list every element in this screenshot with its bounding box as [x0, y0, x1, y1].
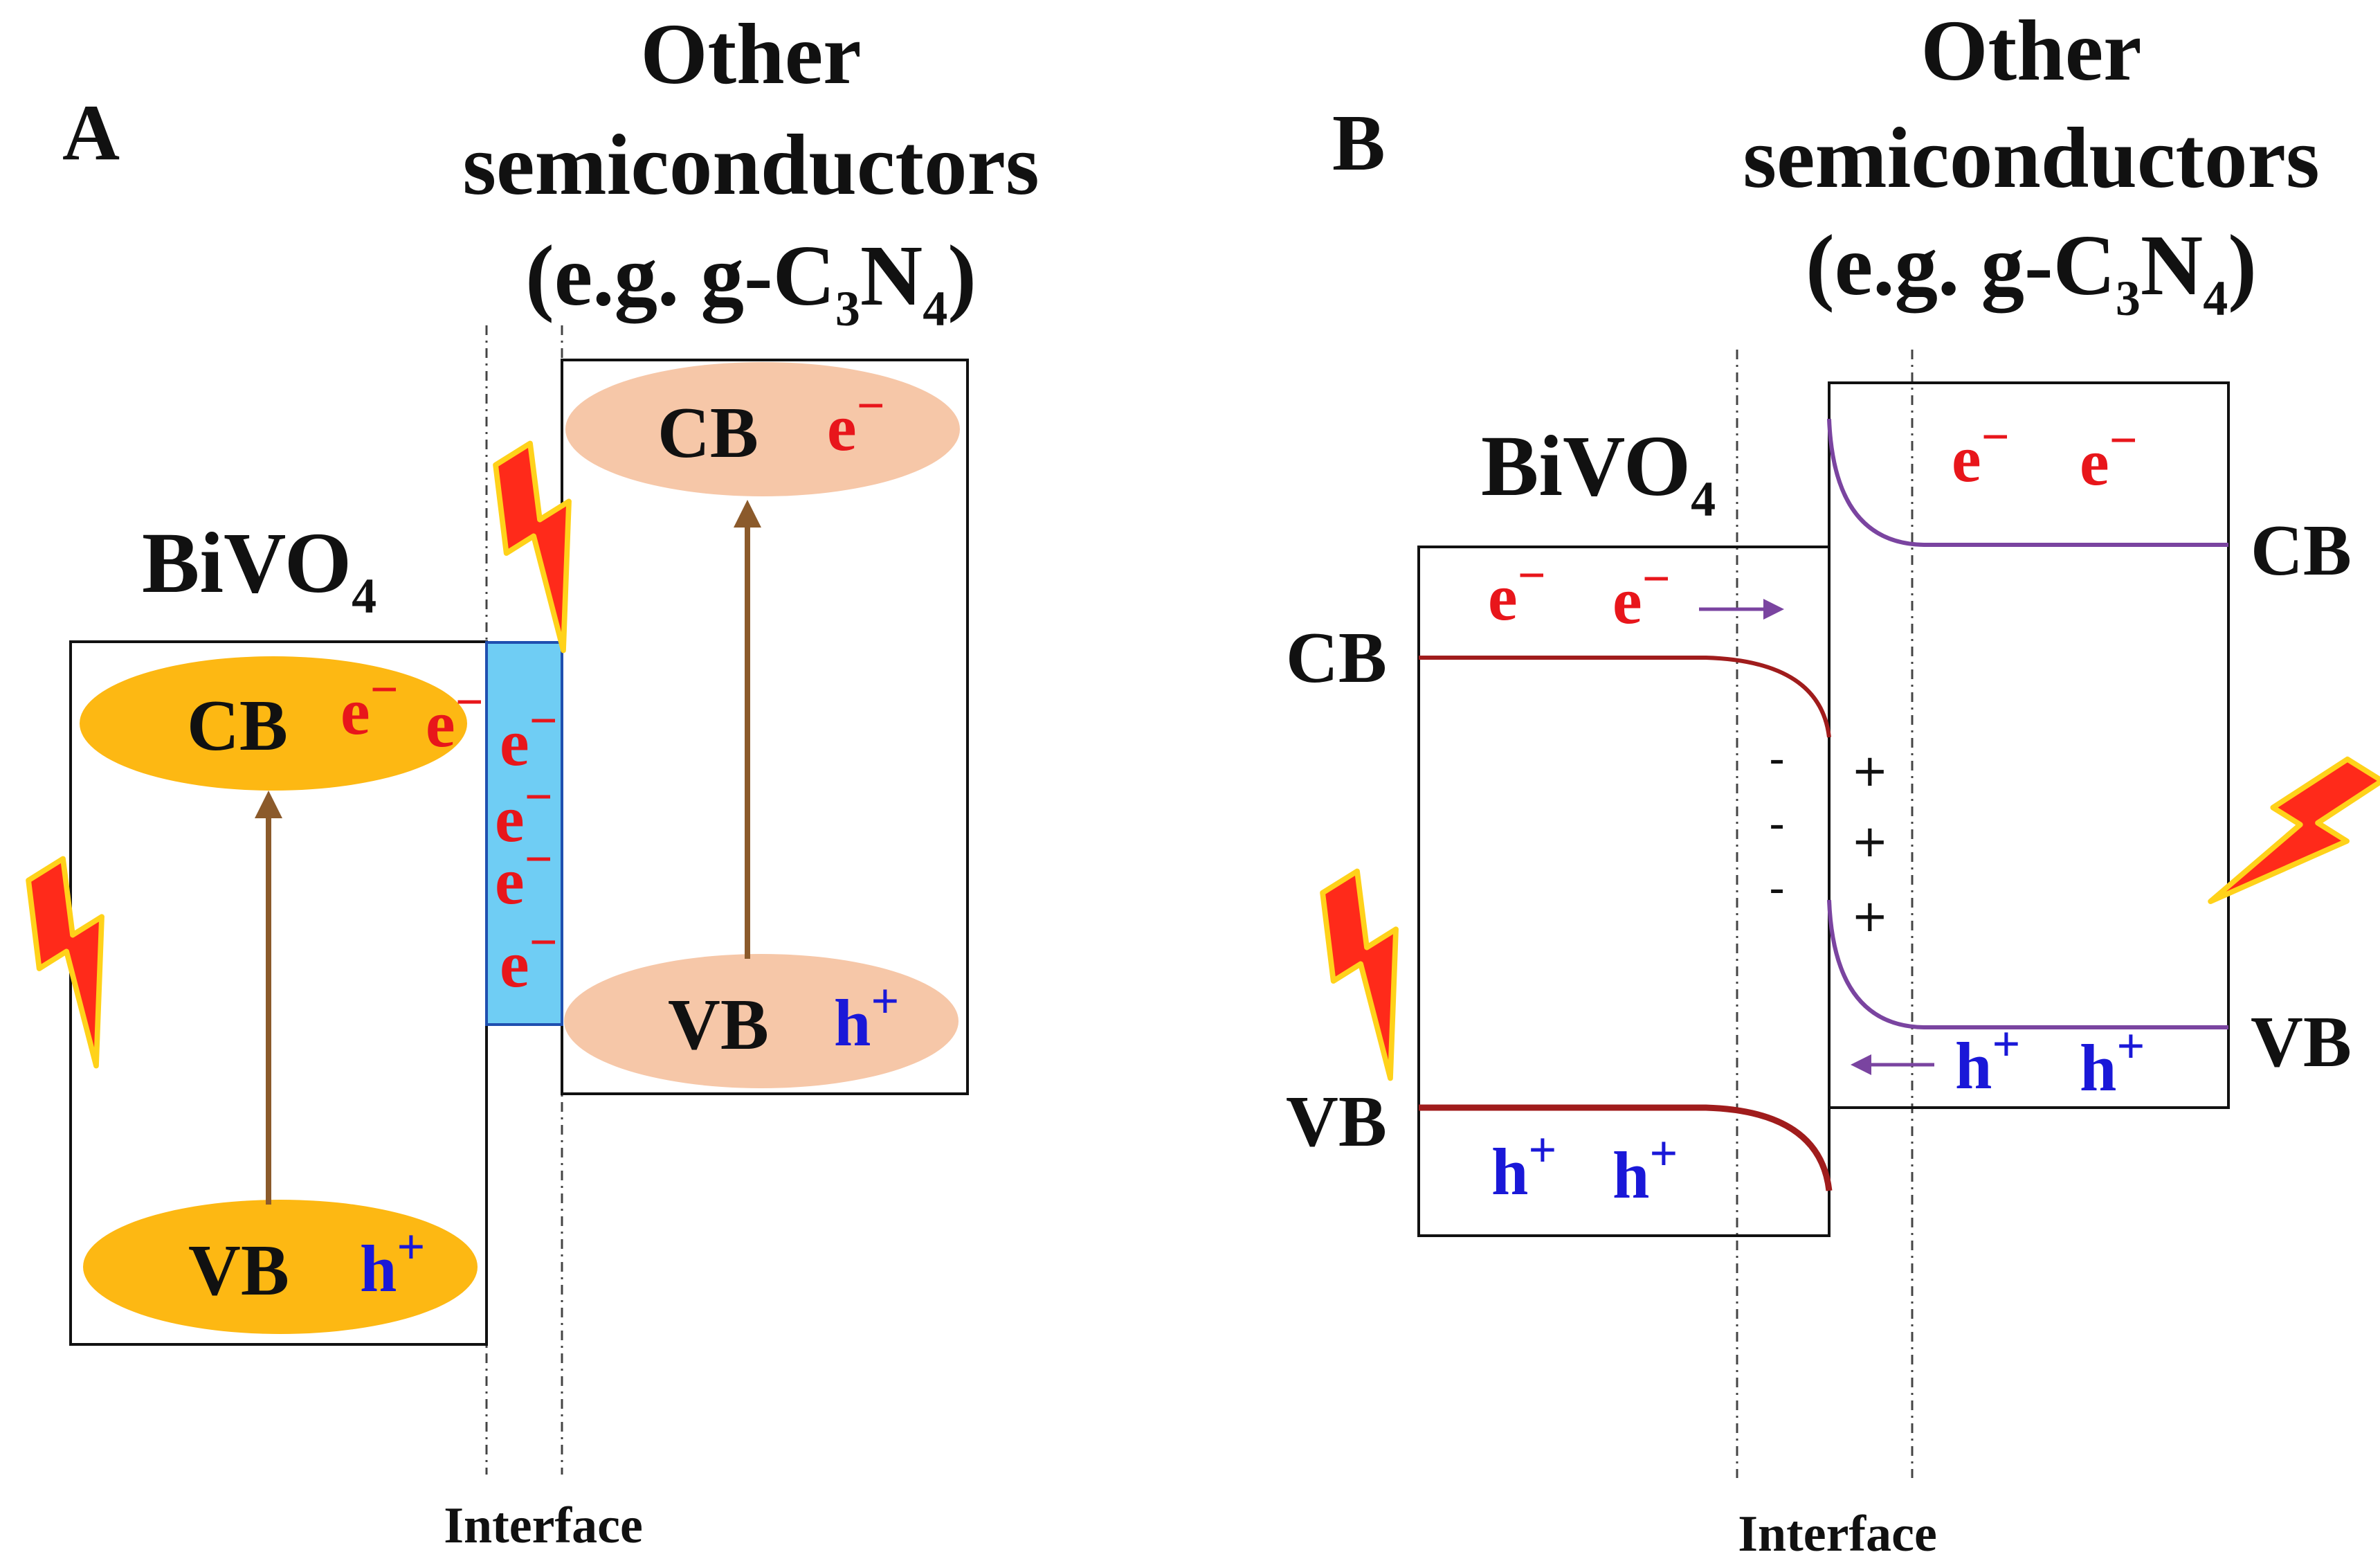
panel-b-other-vb-line — [1827, 899, 2228, 1029]
panel-a-other-electron: e− — [827, 378, 885, 465]
panel-b-negative-charge-1: - — [1769, 734, 1785, 785]
panel-b-bivo4-hole-1: h+ — [1491, 1122, 1556, 1209]
panel-a-interface-layer — [485, 641, 563, 1026]
panel-a-other-hole: h+ — [834, 973, 899, 1060]
panel-a-other-title-line3: (e.g. g-C3N4) — [525, 228, 976, 336]
panel-b-letter: B — [1332, 99, 1386, 187]
panel-b-negative-charge-3: - — [1769, 863, 1785, 914]
panel-a-bivo4-electron-2: e− — [426, 674, 484, 761]
panel-b-other-vb-label: VB — [2251, 1001, 2352, 1082]
panel-b-bivo4-box — [1417, 546, 1831, 1237]
panel-b-bivo4-cb-line — [1419, 656, 1831, 738]
panel-a-letter: A — [62, 89, 120, 177]
panel-a-other-vb-band — [564, 954, 959, 1088]
panel-a-other-cb-band — [565, 362, 960, 496]
panel-b-other-title-line1: Other — [1920, 3, 2141, 99]
lightning-icon — [2208, 756, 2380, 904]
panel-a-bivo4-cb-label: CB — [187, 685, 288, 766]
panel-b-other-cb-line — [1827, 418, 2228, 547]
panel-b-bivo4-cb-label: CB — [1286, 617, 1387, 698]
lightning-icon — [493, 440, 572, 654]
panel-a-bivo4-label: BiVO4 — [142, 516, 376, 624]
lightning-icon — [1320, 868, 1399, 1081]
panel-a-interface-electron-3: e− — [495, 831, 553, 918]
panel-a-other-cb-label: CB — [657, 392, 758, 473]
panel-a-interface-label: Interface — [444, 1497, 643, 1554]
panel-a-bivo4-hole: h+ — [360, 1219, 425, 1306]
panel-b-other-title-line2: semiconductors — [1743, 111, 2319, 206]
lightning-icon — [26, 856, 105, 1069]
panel-b-other-title-line3: (e.g. g-C3N4) — [1806, 218, 2257, 326]
panel-a-other-vb-label: VB — [668, 984, 769, 1065]
panel-a: A Other semiconductors (e.g. g-C3N4) BiV… — [26, 7, 1039, 1554]
panel-b-bivo4-vb-line — [1419, 1104, 1833, 1191]
panel-b-other-electron-1: e− — [1952, 409, 2010, 496]
panel-b-other-electron-2: e− — [2080, 413, 2138, 499]
panel-b-other-box — [1828, 381, 2230, 1109]
panel-b-positive-charge-2: + — [1851, 816, 1889, 867]
panel-a-bivo4-cb-band — [80, 656, 467, 791]
panel-b-other-hole-1: h+ — [1955, 1016, 2020, 1103]
panel-b-negative-charge-2: - — [1769, 799, 1785, 850]
panel-b-bivo4-label: BiVO4 — [1481, 419, 1716, 527]
panel-b-bivo4-electron-1: e− — [1488, 548, 1546, 634]
panel-a-interface-electron-1: e− — [500, 693, 558, 780]
panel-b-other-cb-label: CB — [2251, 510, 2352, 591]
panel-a-other-title-line2: semiconductors — [462, 118, 1039, 213]
panel-b-bivo4-vb-label: VB — [1286, 1081, 1387, 1162]
panel-a-interface-electron-4: e− — [500, 914, 558, 1001]
panel-b-positive-charge-3: + — [1851, 891, 1889, 942]
panel-b-bivo4-hole-2: h+ — [1613, 1126, 1678, 1212]
panel-a-other-title-line1: Other — [640, 7, 861, 102]
panel-b-interface-label: Interface — [1738, 1506, 1937, 1562]
panel-b-other-hole-2: h+ — [2080, 1018, 2145, 1105]
panel-a-bivo4-vb-label: VB — [188, 1229, 289, 1310]
panel-a-interface-electron-2: e− — [495, 769, 553, 856]
panel-b-positive-charge-1: + — [1851, 746, 1889, 797]
panel-a-bivo4-vb-band — [83, 1200, 478, 1334]
panel-a-bivo4-electron-1: e− — [340, 662, 399, 748]
panel-b: B Other semiconductors (e.g. g-C3N4) BiV… — [1286, 3, 2380, 1562]
panel-b-bivo4-electron-2: e− — [1613, 551, 1671, 638]
